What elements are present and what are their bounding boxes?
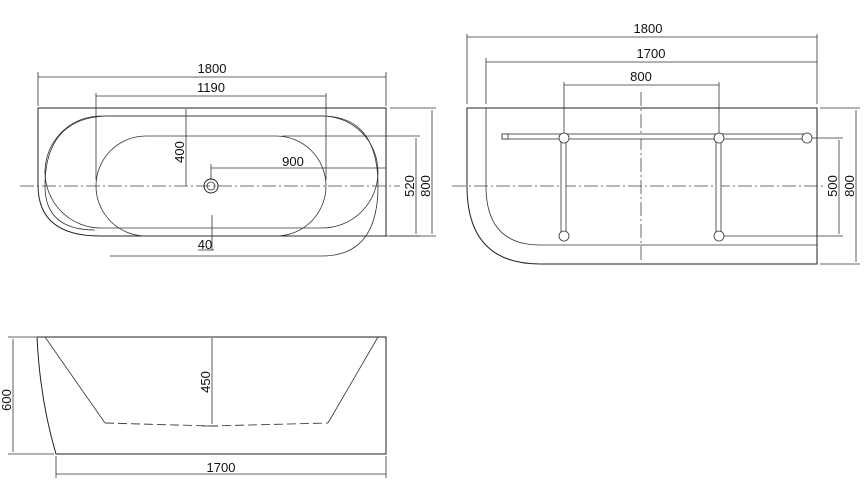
foot-icon [558, 230, 570, 242]
basin-floor [104, 422, 329, 427]
side-dim-height: 600 [0, 389, 14, 411]
dim-overall-length: 1800 [198, 61, 227, 76]
outer-rim-left [44, 115, 111, 231]
frame-dim-inner-length: 1700 [637, 46, 666, 61]
dim-inner-length: 1190 [197, 80, 225, 95]
dim-drain-to-end: 900 [282, 154, 304, 169]
dim-inner-width: 520 [402, 175, 417, 197]
leg-left [560, 137, 567, 236]
frame-dim-overall-length: 1800 [634, 21, 663, 36]
dim-drain-depth: 400 [172, 141, 187, 163]
frame-view: 1800 1700 800 500 800 [452, 21, 860, 265]
outer-rim-oval [44, 115, 379, 229]
joint-icon [558, 132, 570, 144]
joint-icon [801, 132, 813, 144]
leg-right [715, 137, 722, 236]
dim-overall-width: 800 [418, 175, 433, 197]
frame-dim-overall-width: 800 [842, 175, 857, 197]
frame-inner-panel [485, 108, 817, 246]
side-dim-inner-depth: 450 [198, 371, 213, 393]
side-outline [36, 336, 387, 455]
basin-walls [44, 336, 379, 424]
joint-icon [713, 132, 725, 144]
tub-outline [37, 107, 387, 237]
side-view: 600 450 1700 [0, 336, 387, 478]
foot-icon [713, 230, 725, 242]
top-view: 1800 1190 400 900 520 800 40 [20, 61, 436, 257]
frame-tub-outline [466, 107, 818, 265]
side-dim-base-length: 1700 [207, 460, 236, 475]
frame-dim-leg-spacing: 800 [630, 69, 652, 84]
frame-dim-leg-span: 500 [825, 175, 840, 197]
dim-rim-offset: 40 [198, 237, 212, 252]
top-rail [501, 133, 808, 140]
